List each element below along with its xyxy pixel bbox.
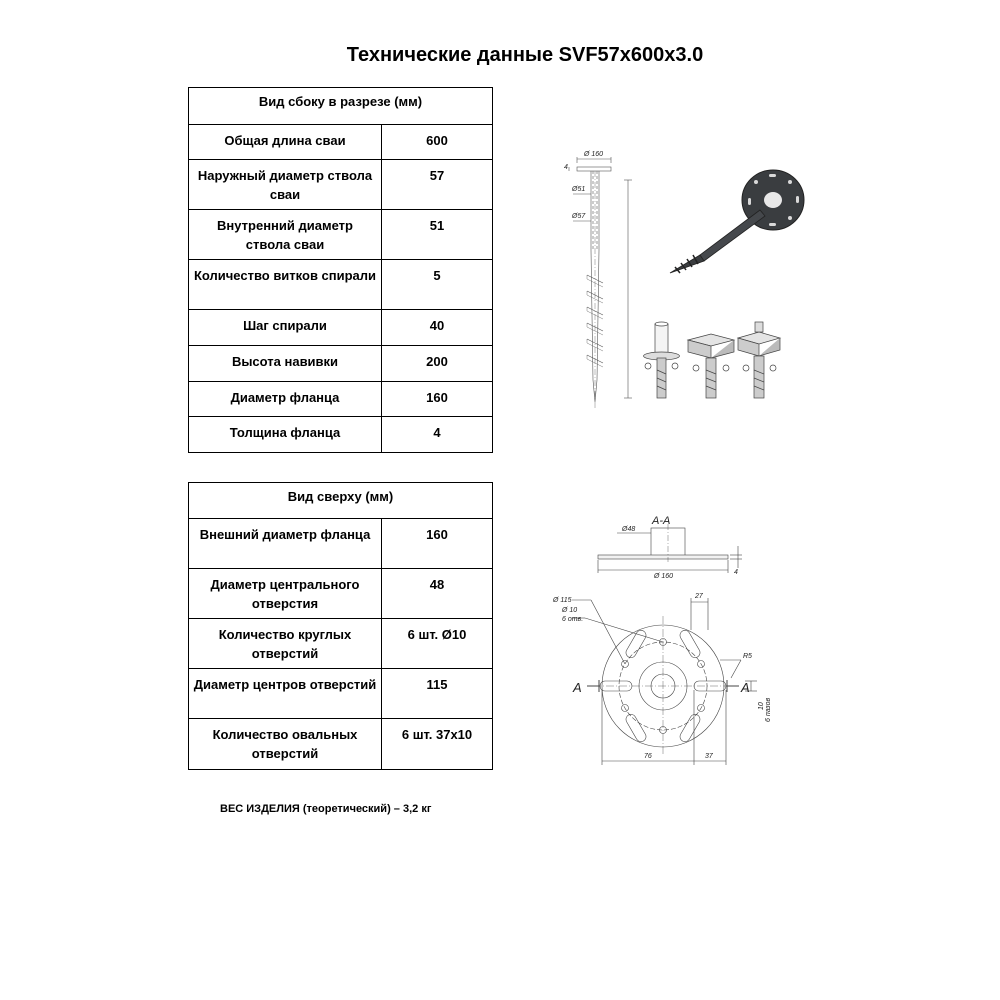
row-value: 4 [381, 416, 493, 453]
side-view-table: Вид сбоку в разрезе (мм) Общая длина сва… [188, 87, 493, 453]
row-value: 40 [381, 309, 493, 346]
row-value: 51 [381, 209, 493, 260]
top-view-table: Вид сверху (мм) Внешний диаметр фланца 1… [187, 482, 494, 770]
table-row: Количество круглых отверстий 6 шт. Ø10 [188, 618, 494, 669]
product-weight: ВЕС ИЗДЕЛИЯ (теоретический) – 3,2 кг [220, 803, 432, 815]
row-value: 57 [381, 159, 493, 210]
row-value: 200 [381, 345, 493, 382]
center-hole-label: Ø48 [621, 526, 635, 533]
row-value: 6 шт. Ø10 [380, 618, 494, 669]
row-value: 115 [380, 668, 494, 719]
row-value: 600 [381, 124, 493, 160]
side-view-header: Вид сбоку в разрезе (мм) [188, 87, 493, 125]
radius-label: R5 [743, 653, 752, 660]
hole-count-label: 6 отв. [562, 616, 583, 623]
cut-label-right: А [740, 680, 750, 695]
slot-length-label: 27 [694, 593, 704, 600]
table-row: Общая длина сваи 600 [188, 124, 493, 160]
row-label: Общая длина сваи [188, 124, 382, 160]
pile-side-drawing: Ø 160 4 Ø51 Ø57 [564, 151, 632, 408]
bottom-dim-left-label: 76 [644, 753, 652, 760]
table-row: Наружный диаметр ствола сваи 57 [188, 159, 493, 210]
table-row: Внешний диаметр фланца 160 [188, 518, 494, 569]
row-label: Количество овальных отверстий [188, 718, 382, 770]
outer-diameter-label: Ø57 [571, 213, 586, 220]
row-label: Диаметр центров отверстий [188, 668, 382, 719]
table-row: Диаметр фланца 160 [188, 381, 493, 417]
inner-diameter-label: Ø51 [571, 186, 585, 193]
section-label: А-А [651, 515, 670, 527]
bottom-dim-right-label: 37 [705, 753, 714, 760]
top-view-header: Вид сверху (мм) [187, 482, 494, 519]
section-diameter-label: Ø 160 [653, 573, 673, 580]
row-value: 48 [380, 568, 494, 619]
hole-diameter-label: Ø 10 [561, 607, 577, 614]
row-label: Диаметр фланца [188, 381, 382, 417]
table-row: Диаметр центров отверстий 115 [188, 668, 494, 719]
row-label: Внешний диаметр фланца [188, 518, 382, 569]
flange-section-drawing: А-А Ø48 Ø 160 4 [597, 515, 742, 580]
table-row: Диаметр центрального отверстия 48 [188, 568, 494, 619]
table-row: Количество витков спирали 5 [188, 259, 493, 310]
pcd-label: Ø 115 [552, 597, 572, 604]
row-value: 6 шт. 37x10 [380, 718, 494, 770]
pile-3d-image [669, 169, 805, 274]
table-row: Толщина фланца 4 [188, 416, 493, 453]
table-row: Шаг спирали 40 [188, 309, 493, 346]
flange-thickness-label: 4 [564, 164, 568, 171]
slot-width-label: 10 [758, 702, 765, 710]
flange-diameter-label: Ø 160 [583, 151, 603, 158]
row-value: 160 [381, 381, 493, 417]
row-value: 5 [381, 259, 493, 310]
flange-plan-drawing: Ø 115 Ø 10 6 отв. 27 R5 А А 10 6 пазов 7… [552, 593, 772, 765]
table-header-row: Вид сбоку в разрезе (мм) [188, 87, 493, 125]
table-row: Высота навивки 200 [188, 345, 493, 382]
row-label: Диаметр центрального отверстия [188, 568, 382, 619]
table-header-row: Вид сверху (мм) [187, 482, 494, 519]
installation-examples-image [643, 321, 782, 399]
row-label: Толщина фланца [188, 416, 382, 453]
page-title: Технические данные SVF57x600x3.0 [346, 44, 704, 66]
row-label: Количество круглых отверстий [188, 618, 382, 669]
cut-label-left: А [572, 680, 582, 695]
table-row: Внутренний диаметр ствола сваи 51 [188, 209, 493, 260]
row-label: Наружный диаметр ствола сваи [188, 159, 382, 210]
row-value: 160 [380, 518, 494, 569]
table-row: Количество овальных отверстий 6 шт. 37x1… [188, 718, 494, 770]
row-label: Внутренний диаметр ствола сваи [188, 209, 382, 260]
section-thickness-label: 4 [734, 569, 738, 576]
row-label: Количество витков спирали [188, 259, 382, 310]
slot-count-label: 6 пазов [765, 698, 772, 722]
row-label: Высота навивки [188, 345, 382, 382]
row-label: Шаг спирали [188, 309, 382, 346]
